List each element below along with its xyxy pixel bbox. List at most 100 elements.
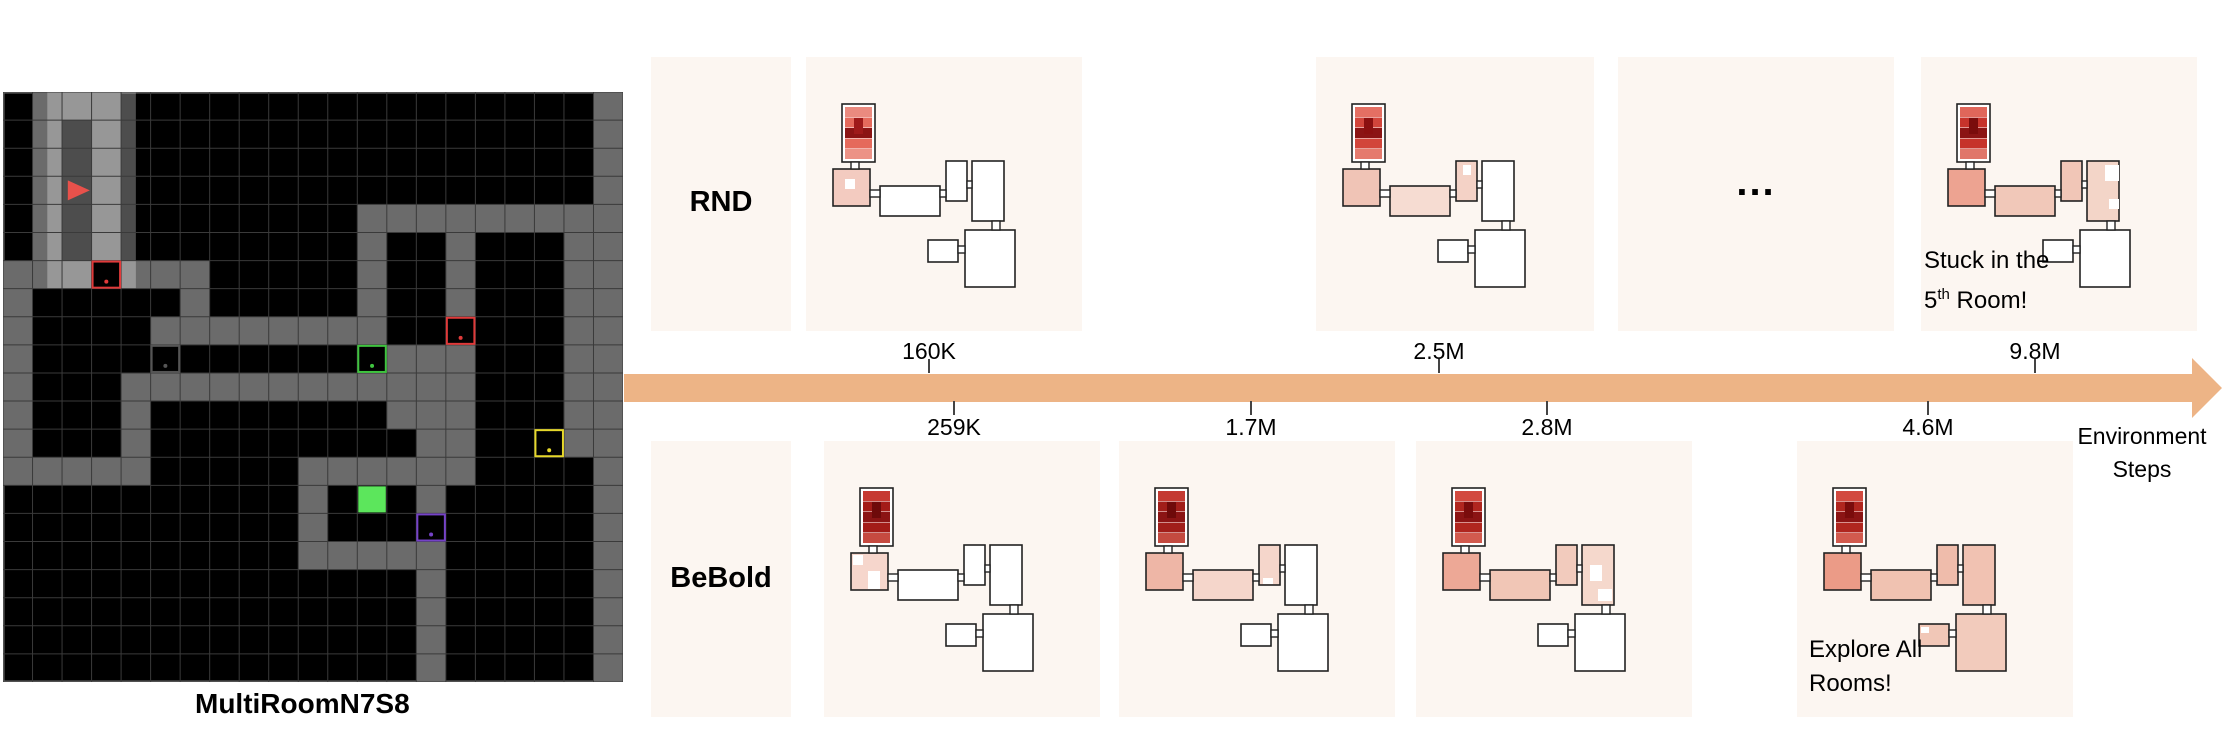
tick-label-rnd-1: 160K <box>902 338 956 364</box>
agent-triangle-icon <box>67 180 90 201</box>
maze-door <box>966 180 973 189</box>
maze-room-2 <box>1947 168 1986 207</box>
maze-door <box>1460 545 1470 554</box>
bebold-explore-line2: Rooms! <box>1809 670 1892 697</box>
maze-room-2 <box>1442 552 1481 591</box>
rnd-label: RND <box>689 186 753 218</box>
rnd-heatmap-160k <box>832 103 1016 288</box>
unvisited-cell <box>1921 627 1929 633</box>
tick-label-bebold-4: 4.6M <box>1902 414 1954 440</box>
maze-door <box>1965 161 1975 170</box>
maze-door <box>1860 573 1872 582</box>
grid-wall <box>32 92 63 289</box>
rnd-label-panel <box>651 57 791 331</box>
grid-wall <box>386 344 476 373</box>
maze-door <box>1279 564 1286 573</box>
maze-door <box>887 573 899 582</box>
grid-wall <box>416 429 446 682</box>
tick-label-rnd-3: 9.8M <box>2009 338 2061 364</box>
maze-door <box>2072 245 2081 254</box>
bebold-heatmap-1.7m <box>1145 487 1329 672</box>
tick-label-bebold-1: 259K <box>927 414 981 440</box>
maze-room-1 <box>1154 487 1189 547</box>
bebold-heatmap-4.6m <box>1823 487 2007 672</box>
tick-mark-9.8m <box>2034 359 2036 373</box>
door-purple-icon <box>416 513 446 542</box>
maze-door <box>1576 564 1583 573</box>
maze-room-6 <box>1437 239 1469 263</box>
rnd-stuck-note: Stuck in the 5th Room! <box>1924 244 2049 318</box>
maze-door <box>1982 604 1992 615</box>
tick-mark-259k <box>953 401 955 415</box>
maze-door <box>1182 573 1194 582</box>
maze-room-5 <box>1481 160 1515 222</box>
rnd-stuck-line2: 5th Room! <box>1924 278 2049 318</box>
maze-room-3 <box>1192 569 1254 601</box>
maze-room-1 <box>859 487 894 547</box>
maze-room-1 <box>841 103 876 163</box>
maze-room-6 <box>1537 623 1569 647</box>
bebold-label-panel <box>651 441 791 717</box>
door-grey-icon <box>150 344 181 373</box>
maze-room-5 <box>1962 544 1996 606</box>
maze-door <box>1948 629 1957 638</box>
tick-mark-160k <box>928 359 930 373</box>
unvisited-cell <box>1598 589 1612 601</box>
environment-title: MultiRoomN7S8 <box>195 688 410 719</box>
axis-caption-line1: Environment <box>2077 423 2207 449</box>
maze-door <box>2081 180 2088 189</box>
axis-caption: Environment Steps <box>2062 420 2222 486</box>
tick-label-bebold-2: 1.7M <box>1225 414 1277 440</box>
grid-wall <box>593 92 623 682</box>
door-green-icon <box>357 344 387 373</box>
maze-door <box>1501 220 1511 231</box>
bebold-heatmap-259k <box>850 487 1034 672</box>
maze-room-1 <box>1351 103 1386 163</box>
maze-door <box>1601 604 1611 615</box>
maze-door <box>1467 245 1476 254</box>
maze-door <box>1449 189 1457 198</box>
maze-room-1 <box>1956 103 1991 163</box>
maze-door <box>1984 189 1996 198</box>
maze-room-1 <box>1451 487 1486 547</box>
maze-room-2 <box>1342 168 1381 207</box>
maze-room-2 <box>1145 552 1184 591</box>
bebold-heatmap-2.8m <box>1442 487 1626 672</box>
maze-room-5 <box>989 544 1023 606</box>
goal-square-icon <box>358 486 386 513</box>
maze-room-7 <box>982 613 1034 672</box>
maze-room-6 <box>927 239 959 263</box>
maze-room-7 <box>2079 229 2131 288</box>
tick-mark-2.5m <box>1438 359 1440 373</box>
grid-wall <box>386 372 476 402</box>
tick-label-rnd-2: 2.5M <box>1413 338 1465 364</box>
tick-label-bebold-3: 2.8M <box>1521 414 1573 440</box>
maze-door <box>1379 189 1391 198</box>
maze-room-4 <box>1555 544 1578 586</box>
maze-door <box>1163 545 1173 554</box>
unvisited-cell <box>2105 165 2119 181</box>
maze-door <box>939 189 947 198</box>
maze-room-5 <box>1284 544 1318 606</box>
maze-door <box>1476 180 1483 189</box>
unvisited-cell <box>1463 165 1471 175</box>
bebold-label: BeBold <box>670 562 772 594</box>
maze-door <box>1304 604 1314 615</box>
grid-wall <box>91 92 122 289</box>
maze-room-3 <box>1994 185 2056 217</box>
grid-wall <box>180 260 210 345</box>
maze-room-6 <box>1240 623 1272 647</box>
timeline-arrow <box>624 358 2222 418</box>
rnd-ellipsis-panel <box>1618 57 1894 331</box>
maze-room-7 <box>964 229 1016 288</box>
tick-mark-2.8m <box>1546 401 1548 415</box>
maze-door <box>850 161 860 170</box>
rnd-heatmap-9.8m <box>1947 103 2131 288</box>
rnd-stuck-line1: Stuck in the <box>1924 247 2050 274</box>
unvisited-cell <box>2109 199 2119 209</box>
maze-door <box>984 564 991 573</box>
maze-door <box>975 629 984 638</box>
maze-door <box>868 545 878 554</box>
unvisited-cell <box>868 571 880 589</box>
maze-door <box>991 220 1001 231</box>
